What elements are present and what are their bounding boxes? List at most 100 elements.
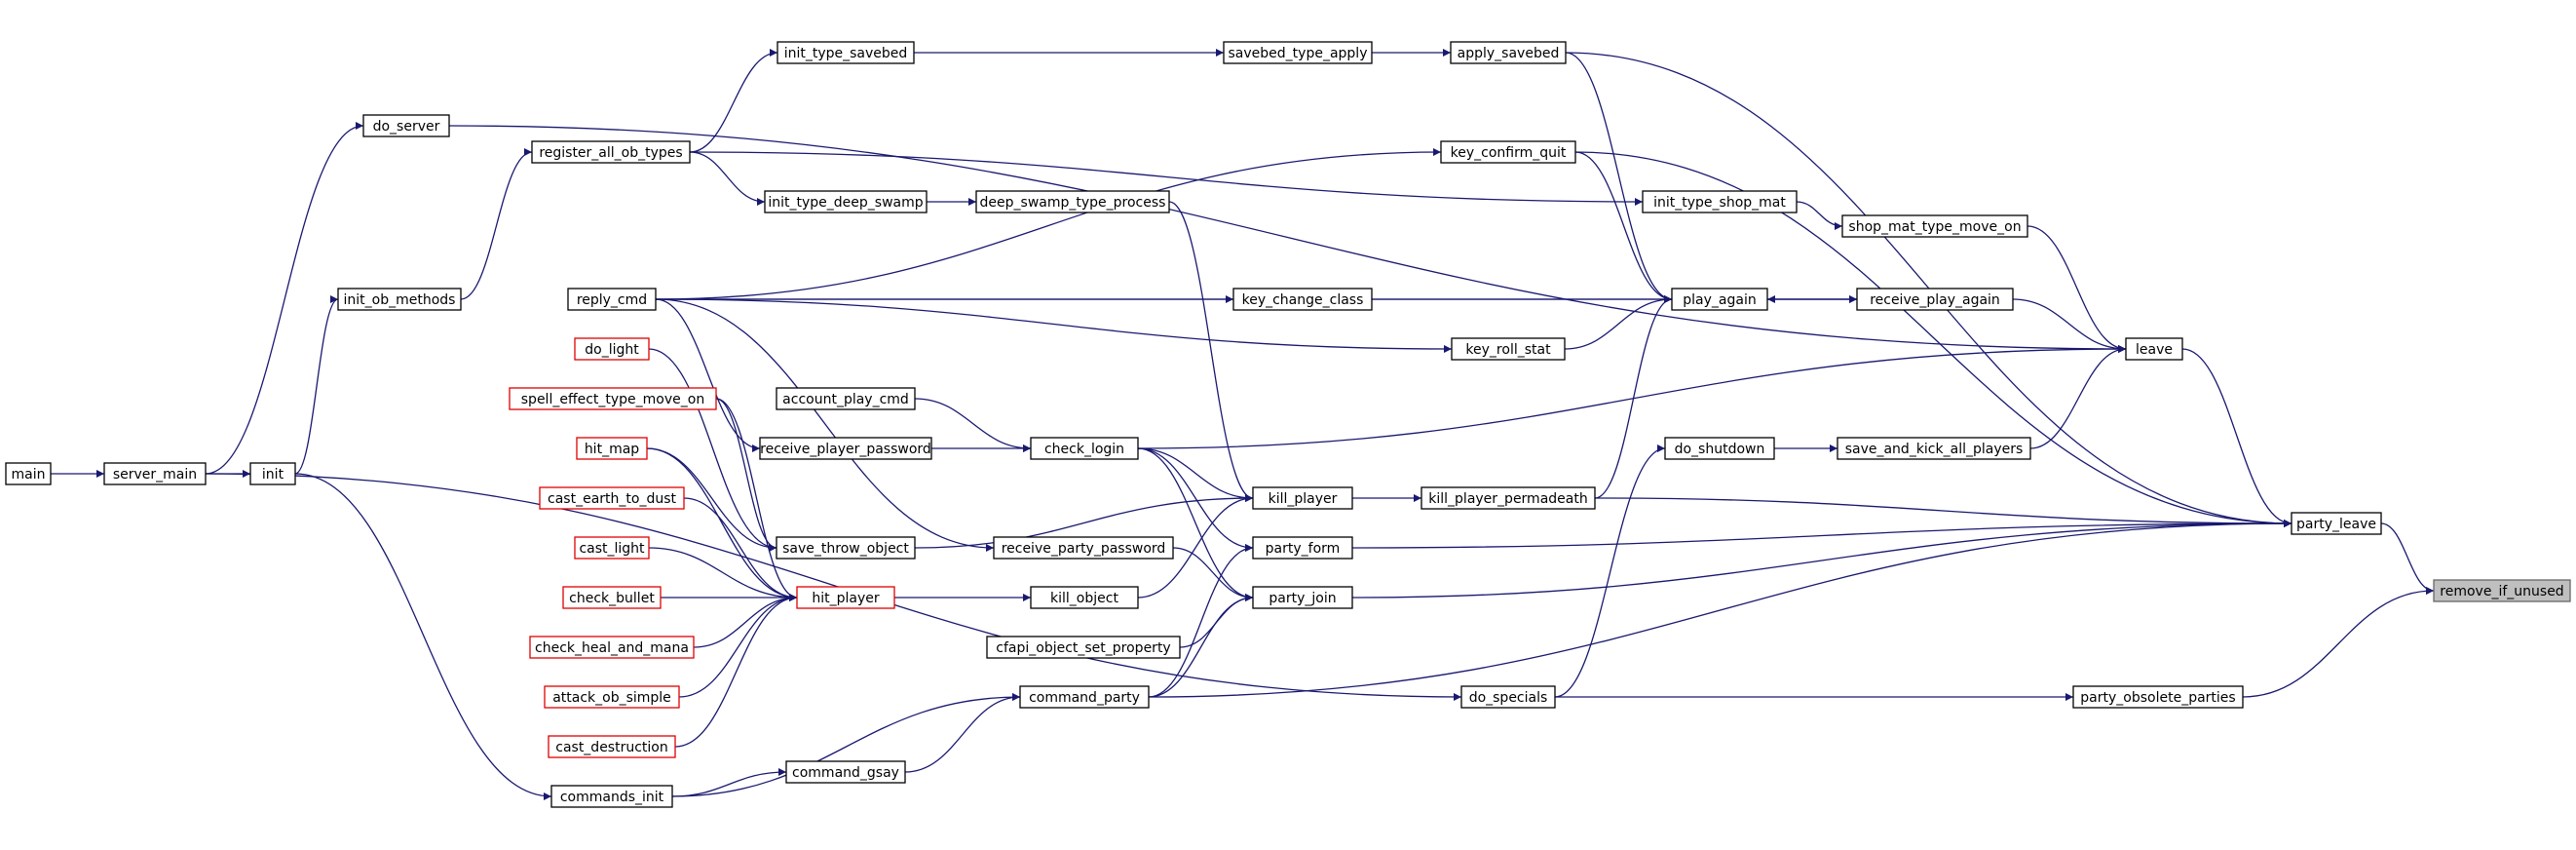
node-receive-player-password[interactable]: receive_player_password <box>759 437 932 460</box>
node-receive-play-again[interactable]: receive_play_again <box>1856 288 2014 311</box>
node-server-main[interactable]: server_main <box>103 462 207 485</box>
node-command-party[interactable]: command_party <box>1019 685 1150 709</box>
node-account-play-cmd[interactable]: account_play_cmd <box>776 387 916 410</box>
edge-command-party-to-party-leave <box>1148 520 2292 698</box>
node-init-ob-methods[interactable]: init_ob_methods <box>337 288 462 311</box>
node-box <box>567 288 657 311</box>
node-leave[interactable]: leave <box>2125 337 2183 361</box>
node-save-throw-object[interactable]: save_throw_object <box>776 536 916 560</box>
node-box <box>1421 486 1596 510</box>
node-cast-destruction[interactable]: cast_destruction <box>548 735 676 758</box>
node-play-again[interactable]: play_again <box>1671 288 1768 311</box>
node-label: attack_ob_simple <box>552 690 671 706</box>
node-receive-party-password[interactable]: receive_party_password <box>993 536 1174 560</box>
node-init[interactable]: init <box>249 462 296 485</box>
node-box <box>562 586 662 609</box>
node-label: leave <box>2136 342 2173 358</box>
node-cast-light[interactable]: cast_light <box>574 536 650 560</box>
node-label: do_light <box>585 342 639 358</box>
edge-leave-to-party-leave <box>2181 348 2292 527</box>
node-label: check_bullet <box>569 591 655 606</box>
edge-party-join-to-party-leave <box>1351 520 2292 599</box>
node-label: receive_player_password <box>760 442 931 457</box>
node-box <box>776 387 916 410</box>
node-save-and-kick-all-players[interactable]: save_and_kick_all_players <box>1837 437 2031 460</box>
node-box <box>1252 536 1353 560</box>
node-remove-if-unused[interactable]: remove_if_unused <box>2433 579 2571 602</box>
edge-party-obsolete-parties-to-remove-if-unused <box>2242 587 2435 698</box>
edge-receive-party-password-to-party-join <box>1172 547 1254 601</box>
node-check-login[interactable]: check_login <box>1030 437 1139 460</box>
edge-command-gsay-to-command-party <box>904 693 1021 773</box>
node-box <box>550 785 673 808</box>
node-cfapi-object-set-property[interactable]: cfapi_object_set_property <box>986 636 1181 659</box>
node-label: key_roll_stat <box>1465 342 1551 358</box>
node-hit-player[interactable]: hit_player <box>796 586 895 609</box>
node-deep-swamp-type-process[interactable]: deep_swamp_type_process <box>975 190 1170 213</box>
edge-init-type-shop-mat-to-shop-mat-type-move-on <box>1796 201 1843 230</box>
node-apply-savebed[interactable]: apply_savebed <box>1450 41 1567 64</box>
node-shop-mat-type-move-on[interactable]: shop_mat_type_move_on <box>1841 214 2028 238</box>
node-box <box>1664 437 1775 460</box>
edge-spell-effect-type-move-on-to-hit-player <box>715 398 798 601</box>
node-label: hit_player <box>812 591 880 606</box>
node-attack-ob-simple[interactable]: attack_ob_simple <box>544 685 680 709</box>
node-kill-player[interactable]: kill_player <box>1252 486 1353 510</box>
node-label: register_all_ob_types <box>539 145 682 161</box>
edge-register-all-ob-types-to-init-type-savebed <box>689 49 778 153</box>
node-box <box>759 437 932 460</box>
node-cast-earth-to-dust[interactable]: cast_earth_to_dust <box>539 486 685 510</box>
edge-attack-ob-simple-to-hit-player <box>678 594 798 698</box>
node-check-bullet[interactable]: check_bullet <box>562 586 662 609</box>
node-key-roll-stat[interactable]: key_roll_stat <box>1451 337 1566 361</box>
edge-check-login-to-party-form <box>1137 447 1254 552</box>
edge-save-and-kick-all-players-to-leave <box>2029 345 2127 449</box>
node-do-specials[interactable]: do_specials <box>1460 685 1556 709</box>
node-box <box>2433 579 2571 602</box>
node-key-confirm-quit[interactable]: key_confirm_quit <box>1440 140 1576 164</box>
node-kill-player-permadeath[interactable]: kill_player_permadeath <box>1421 486 1596 510</box>
node-box <box>1223 41 1373 64</box>
node-label: key_confirm_quit <box>1451 145 1567 161</box>
node-reply-cmd[interactable]: reply_cmd <box>567 288 657 311</box>
node-init-type-deep-swamp[interactable]: init_type_deep_swamp <box>764 190 928 213</box>
node-label: deep_swamp_type_process <box>980 195 1166 211</box>
node-hit-map[interactable]: hit_map <box>576 437 648 460</box>
node-box <box>1460 685 1556 709</box>
node-box <box>975 190 1170 213</box>
node-kill-object[interactable]: kill_object <box>1030 586 1139 609</box>
node-box <box>986 636 1181 659</box>
node-commands-init[interactable]: commands_init <box>550 785 673 808</box>
edge-register-all-ob-types-to-init-type-deep-swamp <box>689 151 766 206</box>
node-main[interactable]: main <box>5 462 52 485</box>
node-init-type-shop-mat[interactable]: init_type_shop_mat <box>1642 190 1798 213</box>
node-label: party_leave <box>2296 517 2376 532</box>
edge-shop-mat-type-move-on-to-leave <box>2027 225 2127 353</box>
node-register-all-ob-types[interactable]: register_all_ob_types <box>531 140 691 164</box>
node-box <box>1252 586 1353 609</box>
node-do-server[interactable]: do_server <box>362 114 450 137</box>
node-party-obsolete-parties[interactable]: party_obsolete_parties <box>2072 685 2244 709</box>
node-party-join[interactable]: party_join <box>1252 586 1353 609</box>
node-do-light[interactable]: do_light <box>574 337 650 361</box>
node-label: kill_player_permadeath <box>1428 491 1587 507</box>
edge-check-login-to-party-join <box>1137 447 1254 601</box>
node-do-shutdown[interactable]: do_shutdown <box>1664 437 1775 460</box>
node-label: init <box>262 467 284 483</box>
node-party-leave[interactable]: party_leave <box>2291 512 2382 535</box>
node-box <box>1642 190 1798 213</box>
node-savebed-type-apply[interactable]: savebed_type_apply <box>1223 41 1373 64</box>
node-label: server_main <box>113 467 197 483</box>
node-box <box>1841 214 2028 238</box>
node-box <box>531 140 691 164</box>
node-init-type-savebed[interactable]: init_type_savebed <box>777 41 915 64</box>
node-party-form[interactable]: party_form <box>1252 536 1353 560</box>
node-box <box>1451 337 1566 361</box>
node-check-heal-and-mana[interactable]: check_heal_and_mana <box>529 636 695 659</box>
node-key-change-class[interactable]: key_change_class <box>1232 288 1373 311</box>
node-command-gsay[interactable]: command_gsay <box>785 760 906 784</box>
node-spell-effect-type-move-on[interactable]: spell_effect_type_move_on <box>509 387 717 410</box>
node-box <box>1030 586 1139 609</box>
node-box <box>1019 685 1150 709</box>
